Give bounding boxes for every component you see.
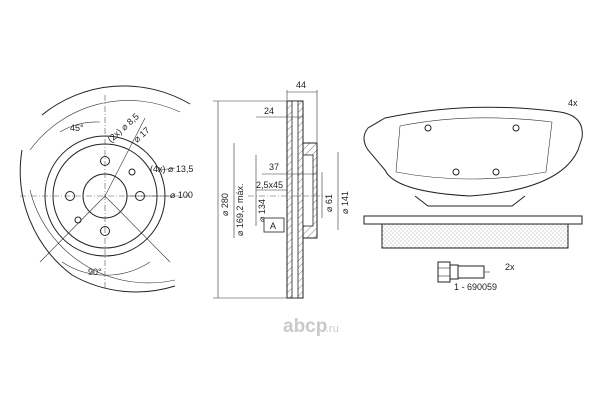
angle-90-label: 90° — [88, 267, 102, 277]
disc-front-view: 45° 90° (2x) ⌀ 8,5 ⌀ 17 (4x) ⌀ 13,5 ⌀ 10… — [19, 85, 193, 293]
pad-backing-plate — [363, 106, 583, 197]
small-hole-lower — [74, 216, 82, 224]
logo-name: abcp — [283, 316, 327, 337]
hole-bolt-dim: (4x) ⌀ 13,5 — [150, 164, 193, 174]
disc-section-view: 44 24 37 2,5x45 ⌀ 280 ⌀ 169,2 máx. ⌀ 134… — [213, 80, 350, 299]
bolt-part-number: 1 - 690059 — [454, 282, 497, 292]
logo-suffix: .ru — [326, 323, 339, 335]
pad-count-label: 4x — [568, 98, 578, 108]
outer-diameter-dim: ⌀ 280 — [220, 193, 230, 216]
bolt-count-label: 2x — [505, 262, 515, 272]
bolt-view: 2x 1 - 690059 — [437, 261, 515, 292]
angle-45-label: 45° — [70, 123, 84, 133]
chamfer-dim: 2,5x45 — [256, 180, 283, 190]
bolt-thread — [457, 265, 485, 279]
disc-outer-arc-top — [41, 85, 191, 116]
pad-side-friction — [381, 223, 569, 249]
disc-outer-arc-bottom — [71, 274, 176, 293]
brake-pad-view: 4x — [363, 98, 583, 249]
hole-mid-dim: ⌀ 17 — [132, 125, 152, 144]
width-total-dim: 44 — [296, 80, 306, 90]
bolt-circle-dim: ⌀ 100 — [170, 190, 193, 200]
diameter-141-dim: ⌀ 141 — [340, 191, 350, 214]
center-diameter-dim: ⌀ 61 — [324, 194, 334, 212]
hub-diameter-dim: ⌀ 134 — [257, 199, 267, 222]
abcp-logo: abcp .ru — [283, 316, 339, 337]
max-diameter-dim: ⌀ 169,2 máx. — [235, 184, 245, 236]
depth-dim: 37 — [269, 162, 279, 172]
section-a-label: A — [270, 221, 276, 231]
width-inner-dim: 24 — [264, 106, 274, 116]
small-hole-upper — [128, 168, 136, 176]
disc-outer-arc-left — [19, 149, 73, 276]
pad-side-backing — [363, 215, 583, 225]
bolt-head — [437, 261, 451, 283]
